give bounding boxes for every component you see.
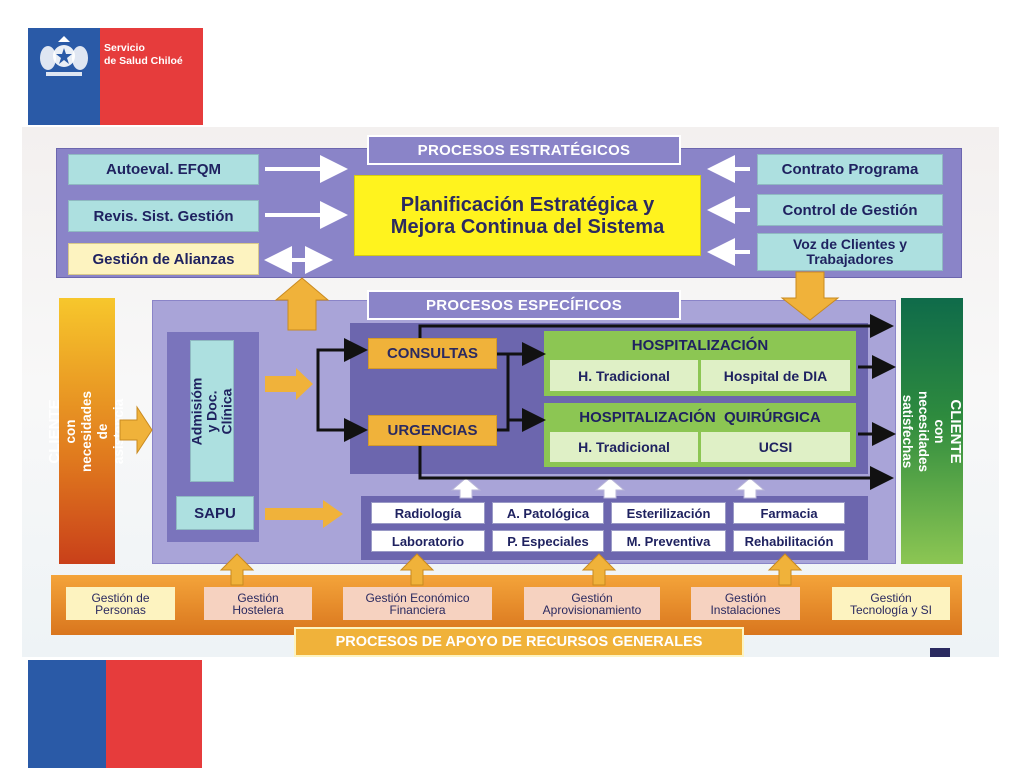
support-item-aprovisionamiento: Gestión Aprovisionamiento [524,587,660,620]
support-item-personas-line2: Personas [95,602,146,617]
org-name-line2: de Salud Chiloé [104,55,183,67]
flag-top: Servicio de Salud Chiloé [28,28,203,125]
orange-arrow-client-in [119,405,153,455]
support-footer: PROCESOS DE APOYO DE RECURSOS GENERALES [294,627,744,657]
flag-blue-block-bottom [28,660,106,768]
strategic-center-box: Planificación Estratégica y Mejora Conti… [354,175,701,256]
hospitalization-tradicional: H. Tradicional [550,360,698,391]
hospitalization-group: HOSPITALIZACIÓN H. Tradicional Hospital … [544,331,856,396]
service-radiologia: Radiología [371,502,485,524]
support-item-hostelera-line1: Gestión [237,590,279,605]
hospitalization-dia: Hospital de DIA [701,360,850,391]
support-item-tecnologia-line1: Gestión [870,590,912,605]
flag-blue-block [28,28,100,125]
strategic-right-item-voz: Voz de Clientes y Trabajadores [757,233,943,271]
orange-up-arrow-specific-to-strategic [274,277,330,331]
support-band [51,575,962,635]
support-item-personas-line1: Gestión de [91,590,150,605]
service-up-arrows [450,477,766,499]
service-preventiva: M. Preventiva [611,530,726,552]
support-item-aprovisionamiento-line2: Aprovisionamiento [542,602,642,617]
specific-header: PROCESOS ESPECÍFICOS [367,290,681,320]
surgical-tradicional: H. Tradicional [550,432,698,462]
org-name-line1: Servicio [104,42,145,54]
surgical-group: HOSPITALIZACIÓN QUIRÚRGICA H. Tradiciona… [544,403,856,467]
support-item-financiera-line1: Gestión Económico [365,590,470,605]
strategic-left-item-efqm: Autoeval. EFQM [68,154,259,185]
orange-arrow-sapu [265,500,343,528]
strategic-left-arrows [264,155,348,274]
orange-down-arrow-strategic-to-specific [780,271,840,321]
service-rehabilitacion: Rehabilitación [733,530,845,552]
client-right: CLIENTE con necesidades satisfechas [901,298,965,564]
service-patologica: A. Patológica [492,502,604,524]
service-laboratorio: Laboratorio [371,530,485,552]
support-item-hostelera-line2: Hostelera [232,602,284,617]
flag-bottom [28,660,202,768]
strategic-right-item-contrato: Contrato Programa [757,154,943,185]
flag-red-block [100,28,203,125]
strategic-left-item-revision: Revis. Sist. Gestión [68,200,259,232]
support-item-instalaciones: Gestión Instalaciones [691,587,800,620]
strategic-header: PROCESOS ESTRATÉGICOS [367,135,681,165]
surgical-title: HOSPITALIZACIÓN QUIRÚRGICA [579,408,821,426]
strategic-right-item-control: Control de Gestión [757,194,943,226]
support-item-personas: Gestión de Personas [66,587,175,620]
admission-box: Admisióm y Doc. Clínica [189,340,235,482]
support-item-financiera-line2: Financiera [389,602,446,617]
surgical-ucsi: UCSI [701,432,850,462]
service-farmacia: Farmacia [733,502,845,524]
support-up-arrows [219,553,803,586]
support-item-aprovisionamiento-line1: Gestión [571,590,613,605]
support-item-instalaciones-line2: Instalaciones [710,602,781,617]
support-item-instalaciones-line1: Gestión [724,590,767,605]
support-item-tecnologia: Gestión Tecnología y SI [832,587,950,620]
orange-arrow-admission [265,368,313,400]
flow-arrows [316,314,896,490]
support-item-tecnologia-line2: Tecnología y SI [849,602,933,617]
strategic-right-arrows [707,155,750,266]
flag-red-block-bottom [106,660,202,768]
hospitalization-title: HOSPITALIZACIÓN [631,336,769,354]
service-especiales: P. Especiales [492,530,604,552]
support-item-financiera: Gestión Económico Financiera [343,587,492,620]
consultas-box: CONSULTAS [368,338,497,369]
client-left: CLIENTE con necesidades de asistencia [47,298,127,564]
coat-of-arms-icon [38,36,90,80]
org-name: Servicio de Salud Chiloé [104,42,200,68]
urgencias-box: URGENCIAS [368,415,497,446]
sapu-box: SAPU [176,496,254,530]
strategic-left-item-alianzas: Gestión de Alianzas [68,243,259,275]
support-item-hostelera: Gestión Hostelera [204,587,312,620]
service-esterilizacion: Esterilización [611,502,726,524]
corner-marker [930,648,950,657]
